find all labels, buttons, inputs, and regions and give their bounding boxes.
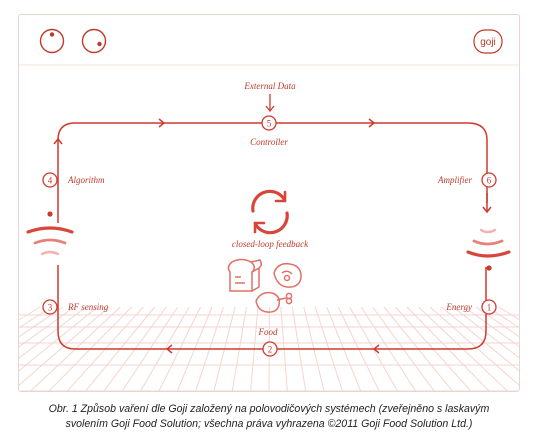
goji-logo: goji [473,29,503,54]
node-2-food: 2 Food [258,327,278,357]
grid-line [464,306,519,348]
grid-line [326,306,362,391]
grid-line [66,306,144,391]
flow-arrow-icon [372,344,380,354]
grid-line [19,306,75,348]
grid-line [48,306,133,391]
grid-line [195,306,224,391]
controller-label: Controller [250,137,288,147]
knob-right-icon [81,28,107,54]
grid-line [121,306,179,391]
grid-line [475,306,519,338]
svg-text:goji: goji [480,37,496,48]
grid-line [231,306,247,391]
figure-caption: Obr. 1 Způsob vaření dle Goji založený n… [0,402,538,432]
grid-line [395,306,472,391]
diagram-panel: goji External Data 5 Controller 4 [18,14,520,392]
energy-label: Energy [445,302,472,312]
antenna-dot [47,211,53,217]
grid-line [158,306,202,391]
rf-wave-left-icon [26,226,74,256]
flow-arrow-icon [158,118,166,128]
grid-line [140,306,190,391]
node-1-energy: 1 Energy [445,299,497,315]
node-4-algorithm: 4 Algorithm [42,172,105,188]
grid-line [19,306,52,329]
grid-line [176,306,213,391]
caption-line-2: svolením Goji Food Solution; všechna prá… [65,418,473,430]
flow-arrow-icon [53,137,63,145]
steak-icon [273,262,302,288]
knob-left-icon [39,28,65,54]
amplifier-label: Amplifier [437,175,472,185]
rf-wave-right-icon [466,228,511,258]
external-data-label: External Data [243,81,296,91]
svg-text:3: 3 [48,303,53,313]
floor-grid [19,306,519,391]
grid-line [19,306,64,338]
grid-line [103,306,167,391]
grid-line [29,306,121,391]
grid-line [429,306,519,386]
external-data-arrow-icon [265,94,275,113]
grid-line [291,306,307,391]
grid-line [250,306,259,391]
grid-line [406,306,490,391]
grid-line [19,306,110,386]
node-6-amplifier: 6 Amplifier [437,172,497,188]
grid-line [498,306,519,320]
grid-line [337,306,380,391]
node-5-controller: 5 Controller [250,115,288,147]
algorithm-label: Algorithm [67,175,105,185]
chicken-leg-icon [255,291,293,313]
caption-line-1: Obr. 1 Způsob vaření dle Goji založený n… [48,403,490,415]
svg-text:1: 1 [487,303,492,313]
cooking-loop-diagram: goji External Data 5 Controller 4 [19,28,519,391]
grid-line [372,306,435,391]
antenna-dot [486,265,492,271]
grid-line [303,306,325,391]
rf-sensing-label: RF sensing [67,302,109,312]
food-label: Food [258,327,278,337]
grid-line [19,306,98,372]
grid-line [383,306,454,391]
grid-line [280,306,288,391]
bread-icon [227,258,263,292]
grid-line [360,306,417,391]
svg-text:2: 2 [268,345,273,355]
grid-line [213,306,236,391]
grid-line [19,306,87,359]
grid-line [418,306,509,391]
node-3-rf-sensing: 3 RF sensing [42,299,109,315]
grid-line [314,306,343,391]
svg-text:6: 6 [487,176,492,186]
grid-line [441,306,519,372]
svg-text:4: 4 [48,176,53,186]
refresh-icon [251,189,289,235]
grid-line [84,306,156,391]
flow-arrow-icon [368,118,376,128]
flow-arrow-icon [165,344,173,354]
grid-line [452,306,519,359]
svg-text:5: 5 [267,119,272,129]
closed-loop-label: closed-loop feedback [232,239,309,249]
grid-line [487,306,519,329]
